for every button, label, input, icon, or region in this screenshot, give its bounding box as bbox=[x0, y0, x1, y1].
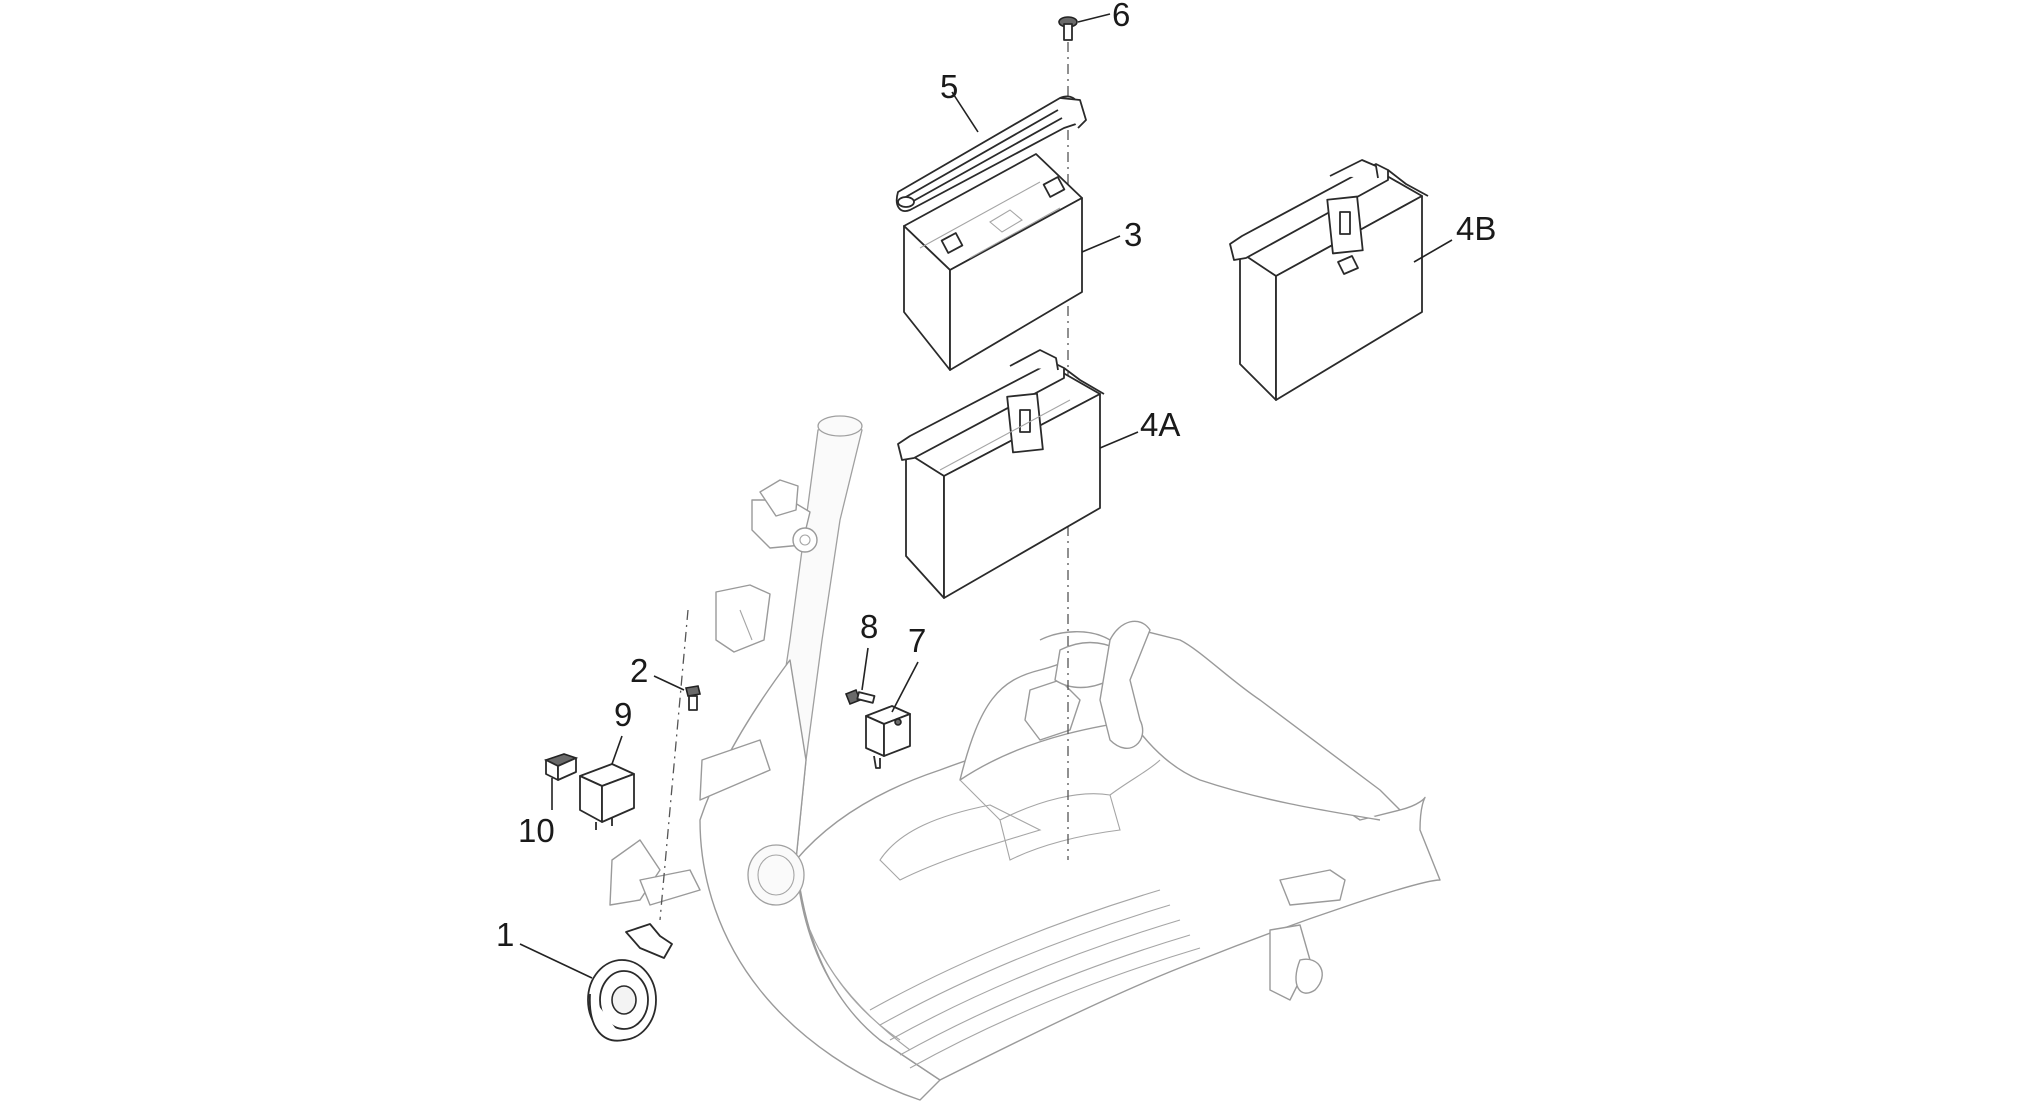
scooter-frame bbox=[609, 415, 1441, 1101]
callout-labels: 6 5 3 4A 4B 8 7 2 9 10 1 bbox=[496, 0, 1496, 953]
part-4a-battery-box bbox=[897, 349, 1105, 599]
callout-4a: 4A bbox=[1140, 406, 1180, 443]
part-7-relay bbox=[865, 705, 911, 769]
callout-4b: 4B bbox=[1456, 210, 1496, 247]
callout-3: 3 bbox=[1124, 216, 1142, 253]
callout-2: 2 bbox=[630, 652, 648, 689]
part-5-battery-strap bbox=[895, 95, 1087, 212]
part-9-relay bbox=[579, 763, 635, 830]
callout-10: 10 bbox=[518, 812, 555, 849]
callout-7: 7 bbox=[908, 622, 926, 659]
part-1-horn bbox=[587, 923, 673, 1042]
leader-lines bbox=[519, 13, 1453, 979]
callout-6: 6 bbox=[1112, 0, 1130, 33]
callout-8: 8 bbox=[860, 608, 878, 645]
callout-5: 5 bbox=[940, 68, 958, 105]
part-10-fuse bbox=[543, 753, 579, 781]
assembly-lines bbox=[659, 42, 1069, 921]
part-6-screw bbox=[1058, 16, 1078, 41]
part-2-screw bbox=[685, 685, 701, 711]
part-4b-battery-box bbox=[1229, 159, 1429, 401]
callout-1: 1 bbox=[496, 916, 514, 953]
part-8-bolt bbox=[844, 688, 876, 706]
part-3-battery bbox=[903, 153, 1083, 371]
callout-9: 9 bbox=[614, 696, 632, 733]
